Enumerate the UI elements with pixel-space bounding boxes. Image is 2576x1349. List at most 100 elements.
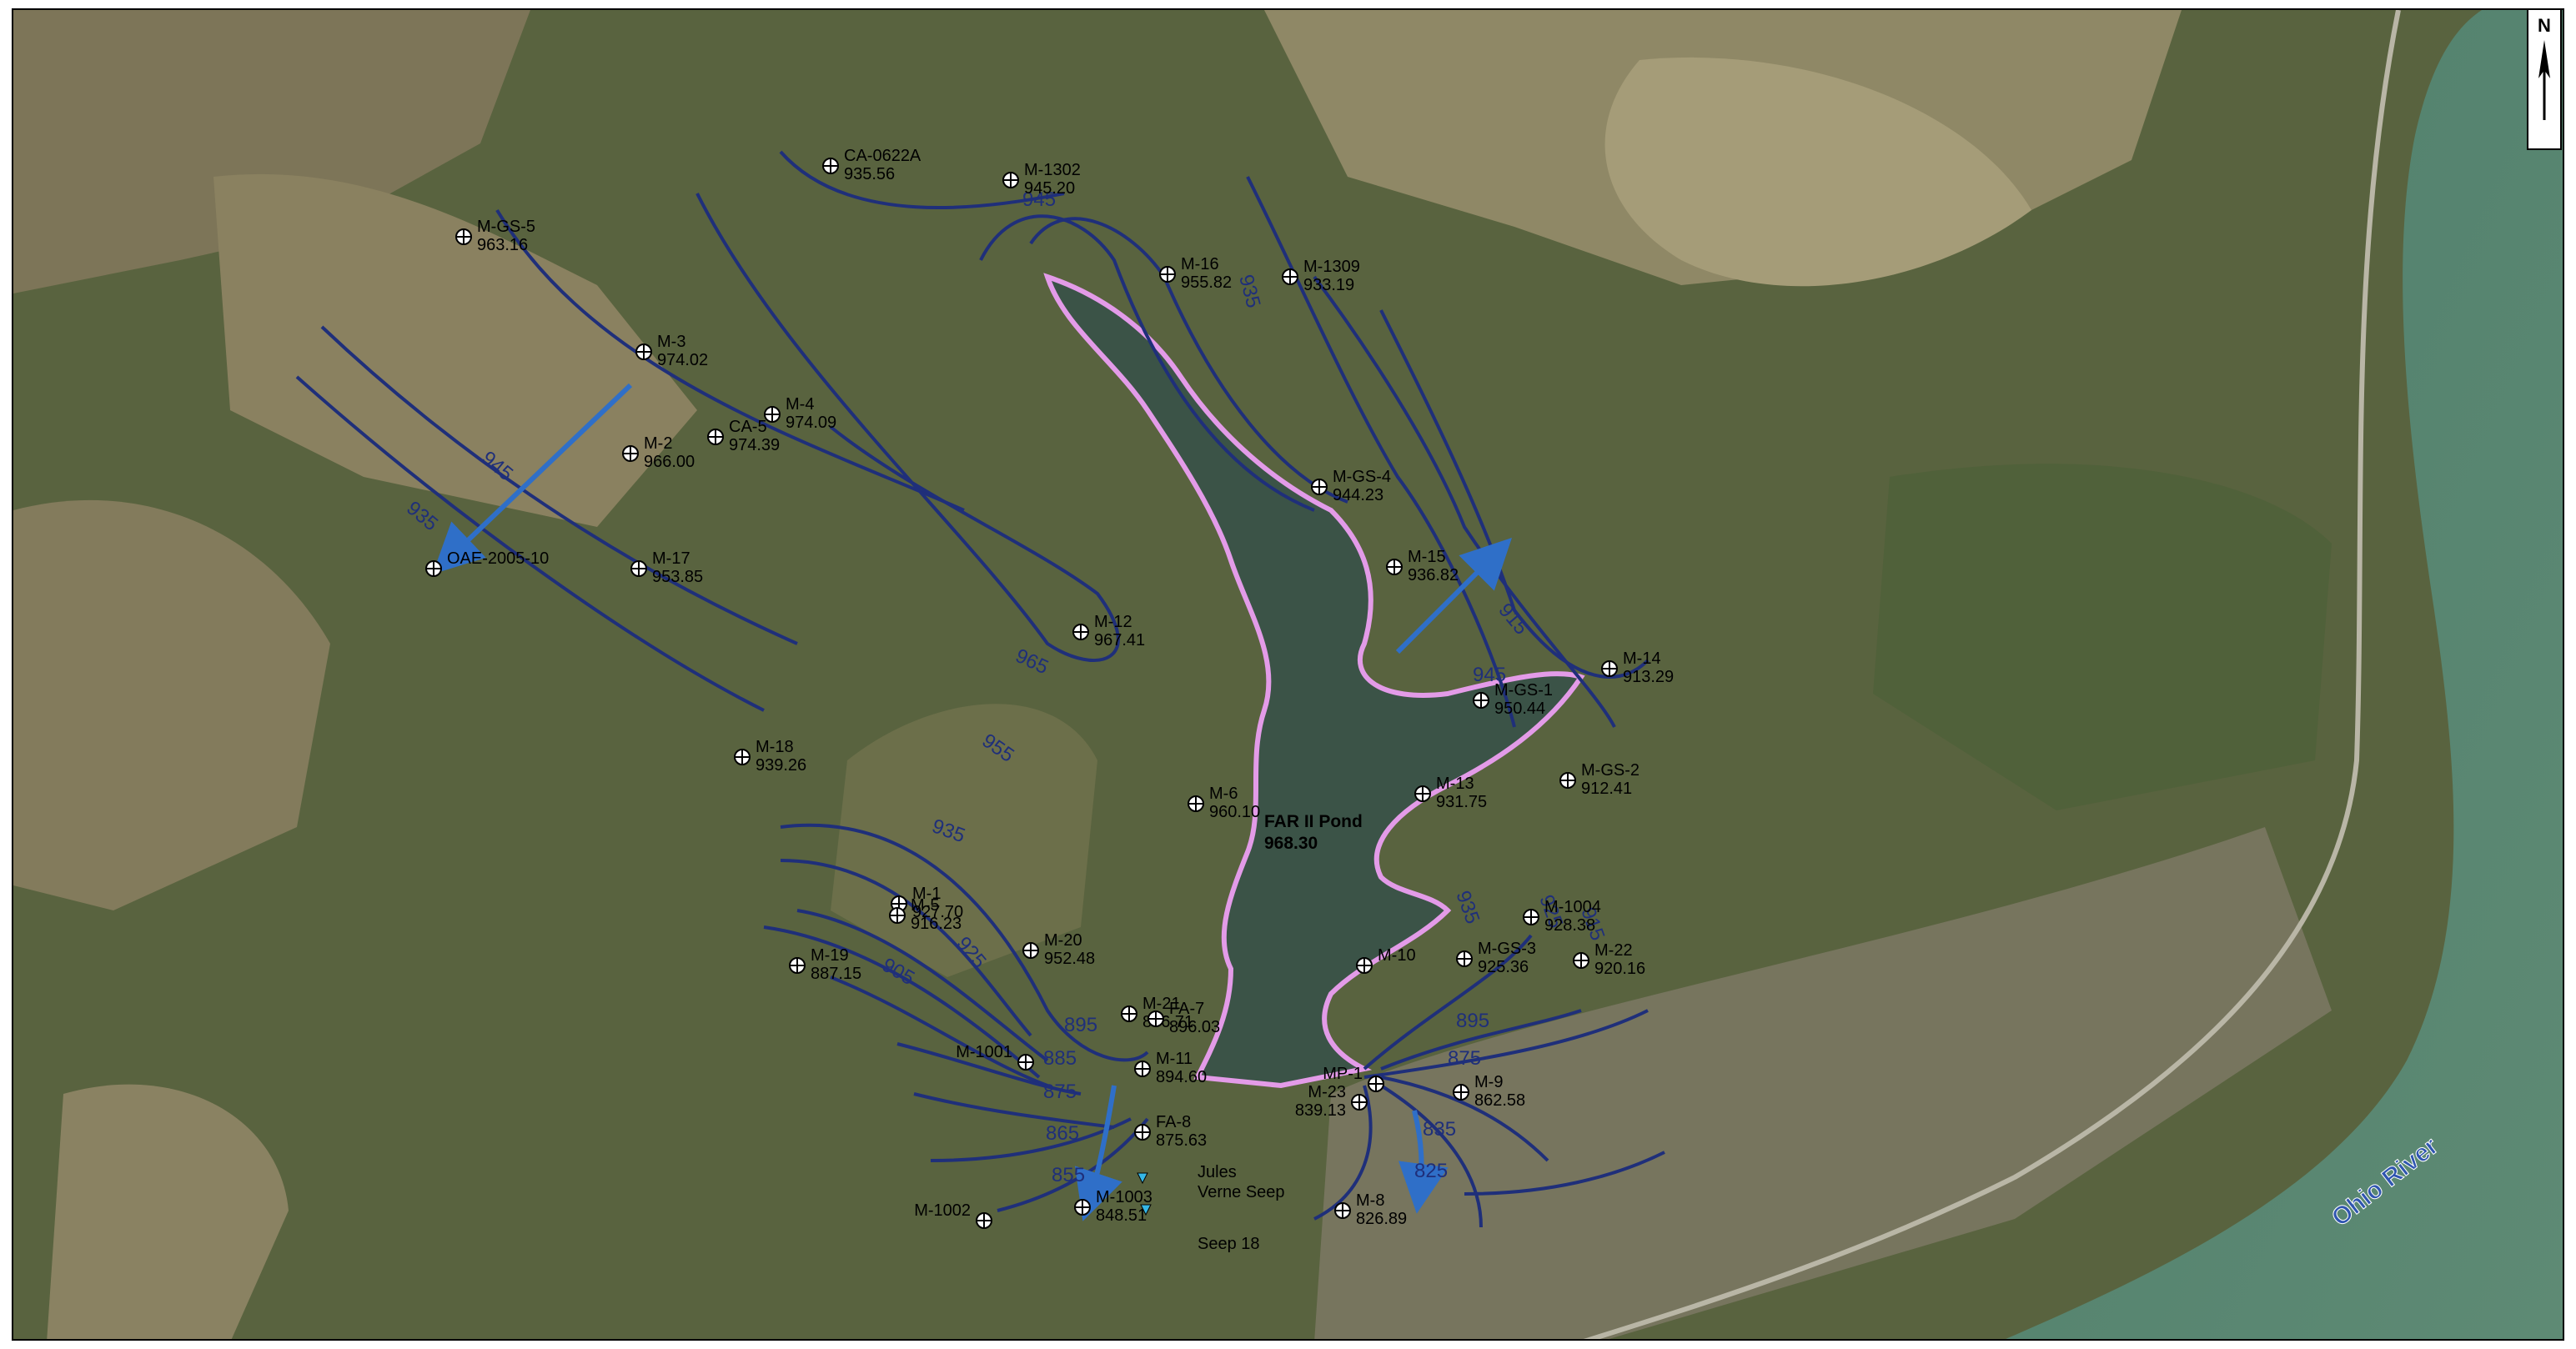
well-elevation-label: 862.58 xyxy=(1474,1091,1525,1110)
well-id-label: M-17 xyxy=(652,549,690,568)
well-elevation-label: 945.20 xyxy=(1024,179,1075,198)
well-id-label: M-1 xyxy=(912,885,941,903)
monitoring-well-m-1002[interactable]: M-1002 xyxy=(914,1201,992,1229)
well-id-label: CA-0622A xyxy=(844,147,921,165)
contour-label: 945 xyxy=(1022,188,1056,211)
well-crosshair-icon xyxy=(1457,951,1472,966)
well-crosshair-icon xyxy=(1312,479,1327,494)
well-id-label: M-GS-5 xyxy=(477,218,535,236)
pond-name: FAR II Pond xyxy=(1264,812,1363,831)
well-id-label: FA-7 xyxy=(1169,1000,1204,1018)
contour-label: 895 xyxy=(1064,1014,1097,1036)
seep-label: Verne Seep xyxy=(1198,1183,1285,1201)
well-elevation-label: 950.44 xyxy=(1494,700,1545,718)
well-elevation-label: 875.63 xyxy=(1156,1131,1207,1150)
well-id-label: M-1002 xyxy=(914,1201,971,1220)
highway xyxy=(1583,10,2401,1339)
well-id-label: M-12 xyxy=(1094,613,1132,631)
well-crosshair-icon xyxy=(1524,910,1539,925)
well-id-label: M-19 xyxy=(811,946,849,965)
well-crosshair-icon xyxy=(1602,661,1617,676)
well-id-label: M-16 xyxy=(1181,255,1219,273)
seep-marker-icon xyxy=(1137,1172,1148,1185)
well-crosshair-icon xyxy=(1135,1061,1150,1076)
well-crosshair-icon xyxy=(1188,796,1203,811)
well-id-label: M-15 xyxy=(1408,548,1446,566)
well-id-label: M-3 xyxy=(657,333,685,351)
well-elevation-label: 916.23 xyxy=(911,915,962,933)
well-id-label: M-11 xyxy=(1156,1050,1193,1068)
contour-label: 885 xyxy=(1043,1047,1077,1070)
north-label: N xyxy=(2538,15,2551,36)
well-crosshair-icon xyxy=(636,344,651,359)
monitoring-well-mp-1[interactable]: MP-1 xyxy=(1323,1065,1384,1092)
seep-label: Seep 18 xyxy=(1198,1235,1260,1253)
monitoring-well-m-10[interactable]: M-10 xyxy=(1356,946,1416,974)
north-arrow: N xyxy=(2527,8,2562,150)
ohio-river xyxy=(2006,10,2563,1339)
monitoring-well-oae-2005-10[interactable]: OAE-2005-10 xyxy=(425,549,549,577)
well-id-label: M-10 xyxy=(1378,946,1416,965)
well-id-label: CA-5 xyxy=(729,418,767,436)
well-id-label: M-1003 xyxy=(1096,1188,1152,1206)
well-crosshair-icon xyxy=(623,446,638,461)
well-id-label: M-20 xyxy=(1044,931,1082,950)
seep-label: Jules xyxy=(1198,1163,1237,1181)
well-crosshair-icon xyxy=(1073,624,1088,639)
well-crosshair-icon xyxy=(1003,173,1018,188)
well-elevation-label: 963.16 xyxy=(477,236,528,254)
well-elevation-label: 974.09 xyxy=(786,414,836,432)
well-elevation-label: 920.16 xyxy=(1594,960,1645,978)
well-crosshair-icon xyxy=(735,750,750,765)
well-crosshair-icon xyxy=(1135,1125,1150,1140)
well-crosshair-icon xyxy=(1357,958,1372,973)
well-crosshair-icon xyxy=(823,158,838,173)
well-id-label: M-6 xyxy=(1209,785,1238,803)
monitoring-well-m-1001[interactable]: M-1001 xyxy=(956,1043,1034,1071)
well-id-label: M-GS-3 xyxy=(1478,940,1536,958)
far-ii-pond xyxy=(1043,273,1585,1089)
well-elevation-label: 960.10 xyxy=(1209,803,1260,821)
map-canvas[interactable]: 945 935 945 935 965 955 915 945 935 925 … xyxy=(13,10,2564,1341)
well-elevation-label: 826.89 xyxy=(1356,1210,1407,1228)
well-elevation-label: 912.41 xyxy=(1581,780,1632,798)
well-elevation-label: 925.36 xyxy=(1478,958,1529,976)
well-crosshair-icon xyxy=(1560,773,1575,788)
well-id-label: M-1302 xyxy=(1024,161,1081,179)
pond-elevation: 968.30 xyxy=(1264,834,1318,853)
well-crosshair-icon xyxy=(1368,1076,1383,1091)
well-crosshair-icon xyxy=(1122,1006,1137,1021)
